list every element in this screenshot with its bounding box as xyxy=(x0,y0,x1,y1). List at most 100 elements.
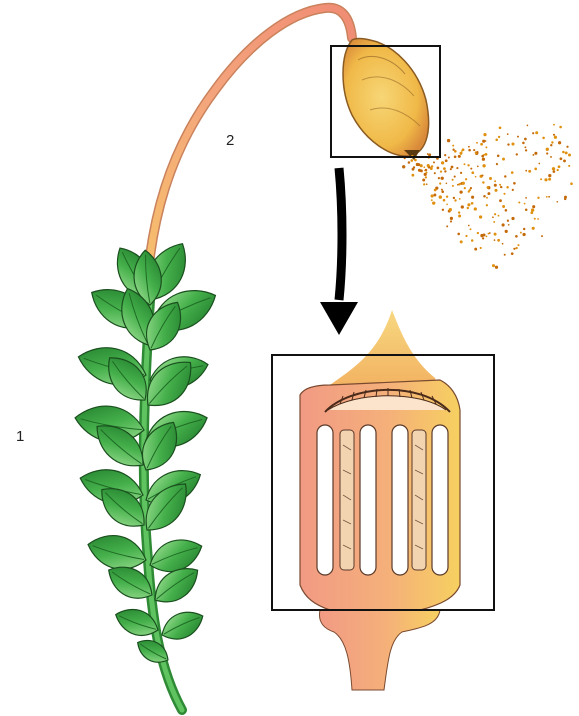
spore-dot xyxy=(434,172,436,174)
spore-dot xyxy=(537,218,539,220)
spore-dot xyxy=(474,207,477,210)
spore-cloud xyxy=(402,124,573,269)
spore-dot xyxy=(497,155,500,158)
spore-dot xyxy=(507,220,509,222)
spore-dot xyxy=(498,215,500,217)
spore-dot xyxy=(476,142,478,144)
spore-dot xyxy=(446,203,448,205)
spore-dot xyxy=(444,154,446,156)
spore-dot xyxy=(417,163,420,166)
spore-dot xyxy=(525,197,527,199)
spore-dot xyxy=(494,184,497,187)
spore-dot xyxy=(487,192,490,195)
spore-dot xyxy=(502,205,505,208)
spore-dot xyxy=(479,215,482,218)
spore-dot xyxy=(427,164,430,167)
spore-dot xyxy=(452,185,454,187)
spore-dot xyxy=(507,143,509,145)
leaf xyxy=(157,605,208,646)
spore-dot xyxy=(440,170,442,172)
spore-dot xyxy=(452,145,454,147)
spore-dot xyxy=(511,217,514,220)
spore-dot xyxy=(568,165,570,167)
spore-dot xyxy=(488,233,490,235)
spore-dot xyxy=(520,232,522,234)
spore-dot xyxy=(428,153,431,156)
spore-dot xyxy=(516,153,518,155)
spore-dot xyxy=(461,205,464,208)
spore-dot xyxy=(410,159,413,162)
label-part-1: 1 xyxy=(16,428,24,445)
spore-dot xyxy=(468,149,471,152)
spore-dot xyxy=(568,154,571,157)
spore-dot xyxy=(553,170,556,173)
spore-dot xyxy=(439,195,442,198)
spore-dot xyxy=(499,184,501,186)
spore-dot xyxy=(505,209,508,212)
capsule-cross-section xyxy=(300,310,460,690)
spore-dot xyxy=(551,141,553,143)
spore-dot xyxy=(442,209,444,211)
spore-dot xyxy=(562,151,565,154)
spore-dot xyxy=(486,236,488,238)
spore-dot xyxy=(544,178,547,181)
spore-dot xyxy=(446,225,448,227)
spore-dot xyxy=(443,167,446,170)
spore-dot xyxy=(558,165,561,168)
spore-dot xyxy=(476,151,478,153)
spore-dot xyxy=(495,266,498,269)
spore-dot xyxy=(494,233,497,236)
spore-dot xyxy=(489,177,492,180)
spore-dot xyxy=(517,244,519,246)
spore-dot xyxy=(524,138,527,141)
spore-dot xyxy=(548,196,550,198)
spore-dot xyxy=(511,142,514,145)
spore-dot xyxy=(473,149,475,151)
spore-dot xyxy=(534,218,536,220)
spore-dot xyxy=(454,176,456,178)
spore-dot xyxy=(482,164,485,167)
spore-dot xyxy=(511,252,514,255)
spore-dot xyxy=(458,211,460,213)
spore-dot xyxy=(470,168,472,170)
spore-dot xyxy=(460,172,462,174)
spore-dot xyxy=(500,186,502,188)
spore-dot xyxy=(454,150,457,153)
spore-dot xyxy=(458,215,461,218)
spore-dot xyxy=(454,199,456,201)
spore-dot xyxy=(431,199,433,201)
spore-dot xyxy=(471,239,474,242)
spore-dot xyxy=(524,146,526,148)
spore-dot xyxy=(486,197,488,199)
spore-dot xyxy=(532,205,535,208)
spore-dot xyxy=(548,178,551,181)
spore-dot xyxy=(454,155,457,158)
spore-dot xyxy=(493,221,495,223)
spore-dot xyxy=(459,198,461,200)
spore-dot xyxy=(441,161,444,164)
spore-dot xyxy=(546,152,548,154)
spore-dot xyxy=(445,159,448,162)
spore-dot xyxy=(468,225,470,227)
spore-dot xyxy=(431,194,434,197)
spore-dot xyxy=(446,196,448,198)
spore-dot xyxy=(446,183,448,185)
spore-dot xyxy=(487,186,490,189)
spore-dot xyxy=(449,208,452,211)
spore-dot xyxy=(474,248,477,251)
spore-dot xyxy=(481,155,484,158)
spore-dot xyxy=(441,177,444,180)
spore-dot xyxy=(471,202,474,205)
spore-dot xyxy=(485,146,487,148)
arrow-down-icon xyxy=(320,168,358,335)
spore-dot xyxy=(469,189,471,191)
spore-dot xyxy=(522,233,525,236)
spore-dot xyxy=(462,182,465,185)
spore-dot xyxy=(457,233,460,236)
spore-dot xyxy=(563,159,566,162)
spore-dot xyxy=(485,153,488,156)
spore-dot xyxy=(441,190,444,193)
spore-dot xyxy=(565,151,568,154)
spore-dot xyxy=(553,134,555,136)
